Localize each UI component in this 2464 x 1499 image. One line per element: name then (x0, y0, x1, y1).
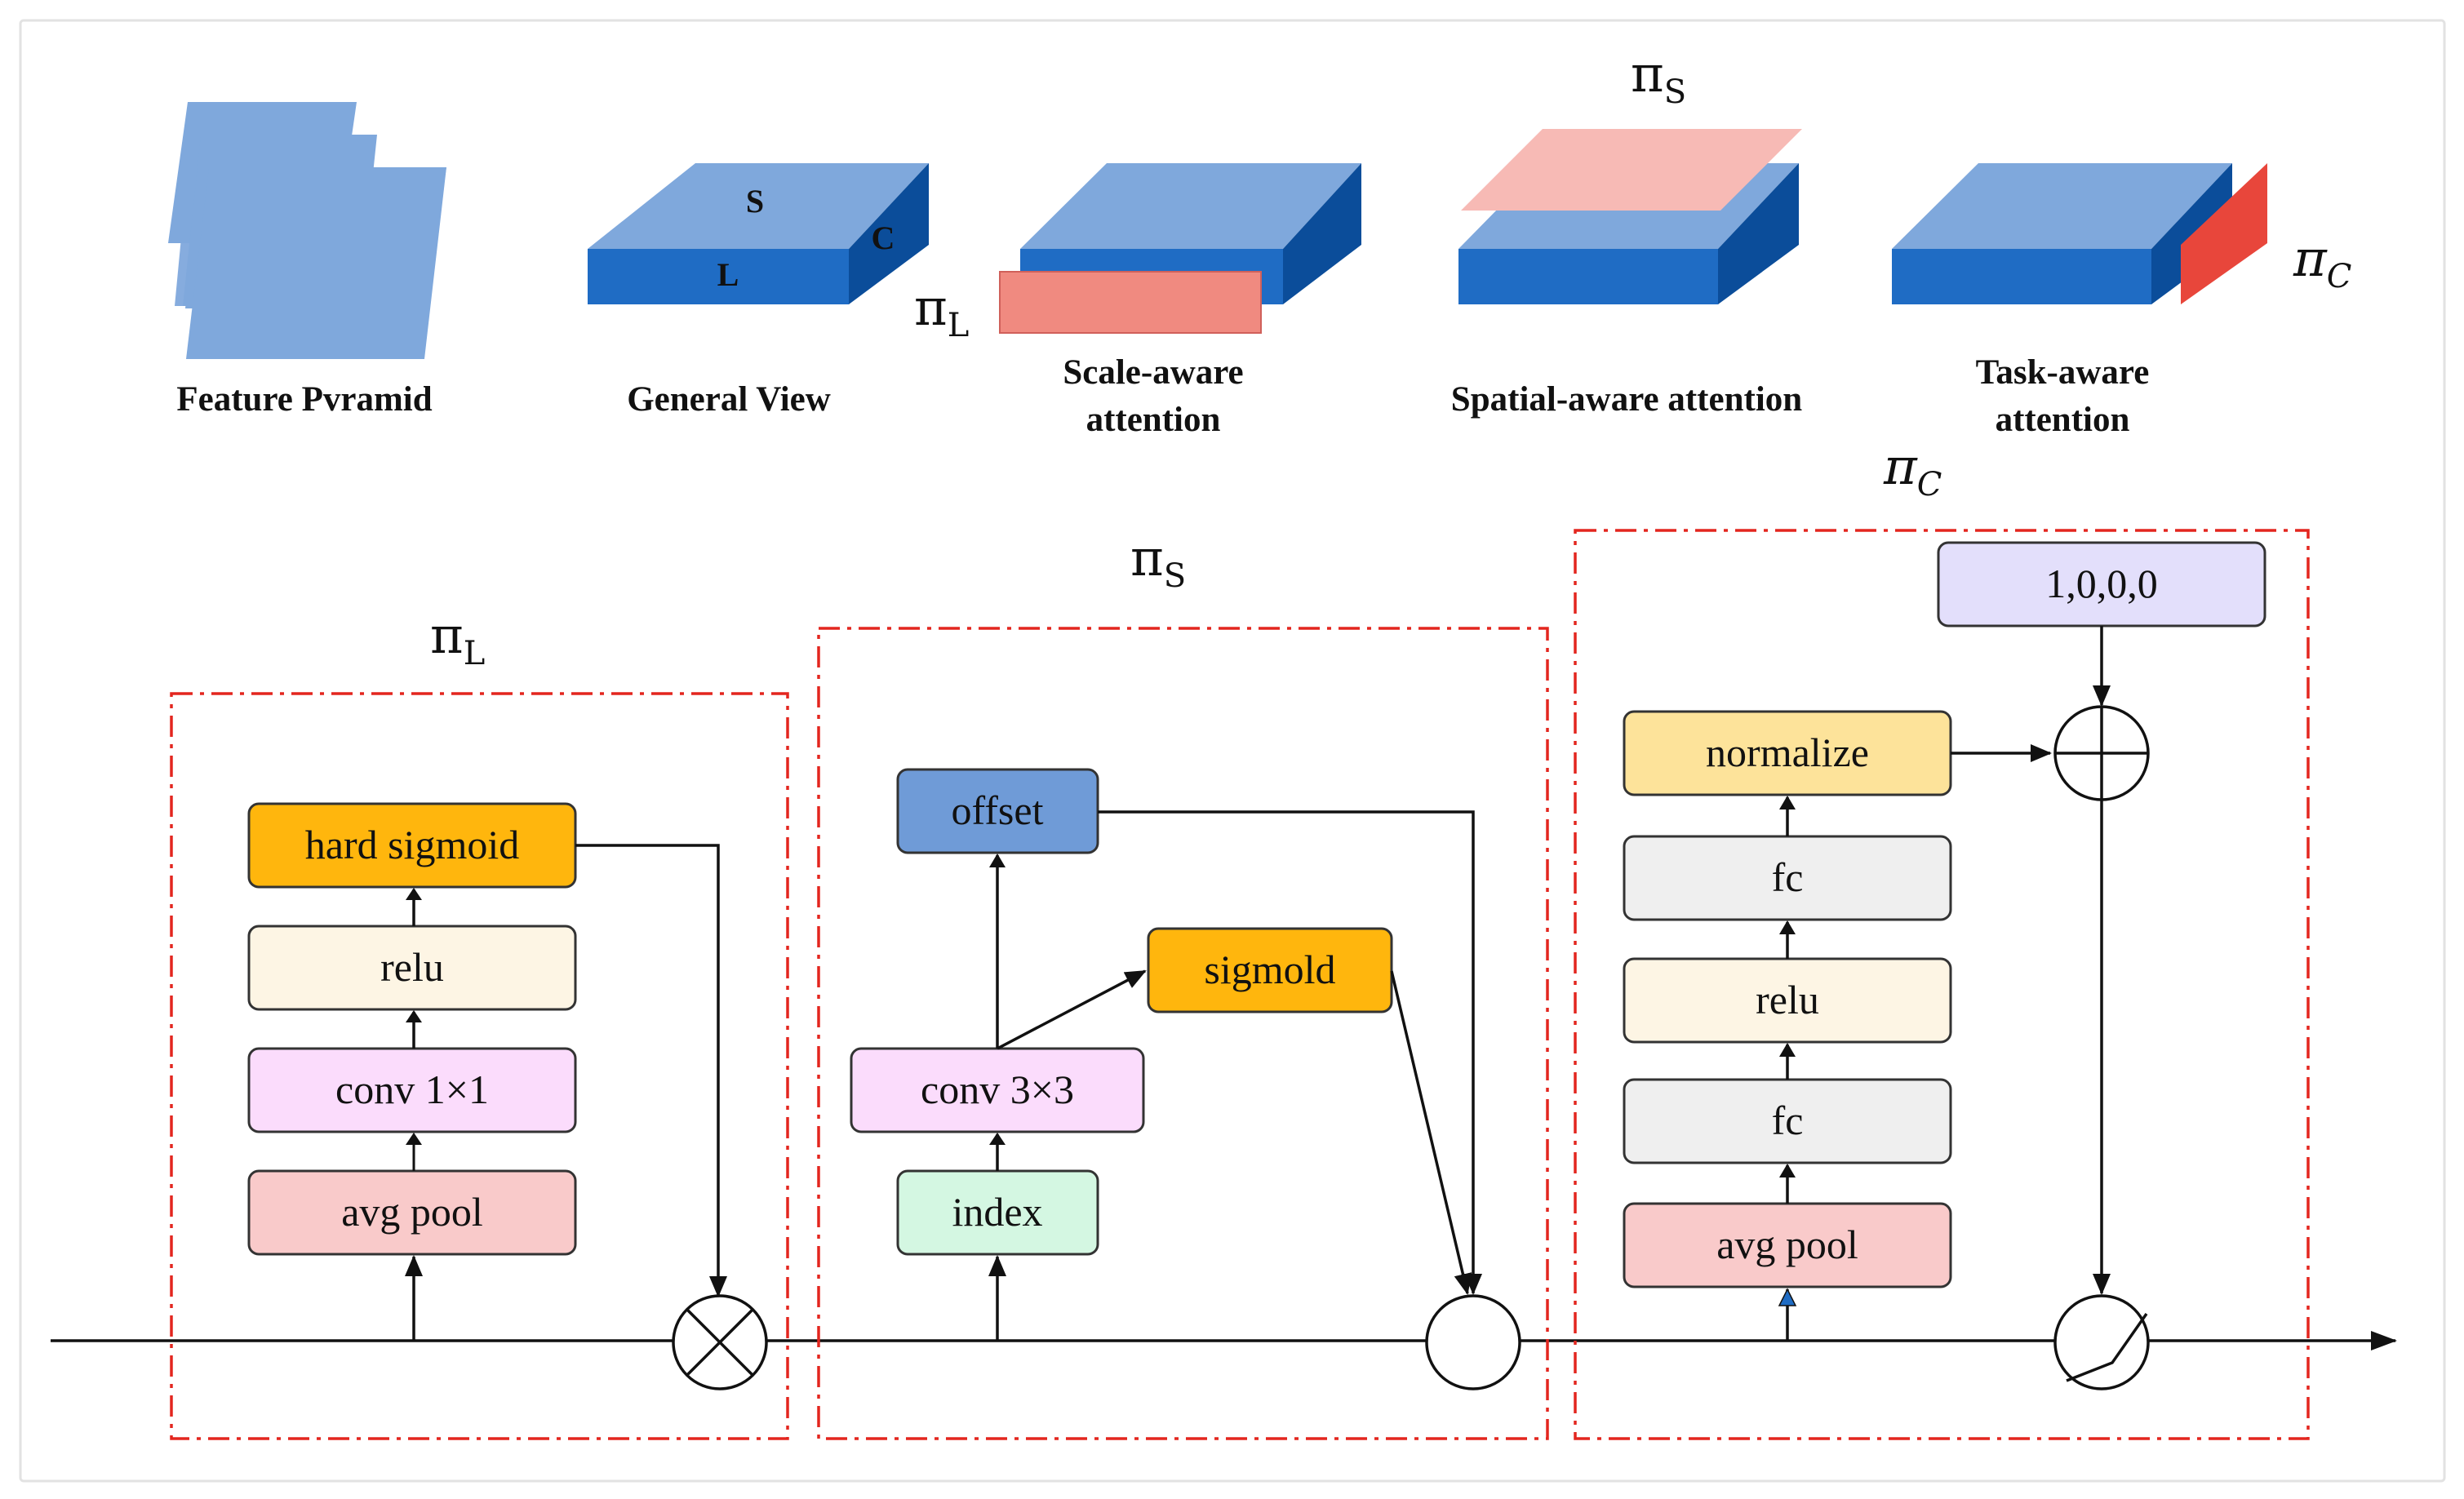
scale-aware-cube (999, 163, 1361, 334)
scale-cube-side (1283, 163, 1361, 304)
task-aware-caption-line2: attention (1996, 401, 2130, 439)
scale-avg-pool-label: avg pool (341, 1189, 483, 1235)
task-init-label: 1,0,0,0 (2045, 561, 2158, 606)
spatial-module-pi-symbol: πS (1130, 528, 1186, 595)
spatial-attention-plane (1461, 129, 1802, 211)
cube-face-c-label: C (872, 220, 895, 256)
scale-relu-block (247, 925, 577, 1011)
scale-hard-sigmoid-label: hard sigmoid (305, 822, 519, 867)
scale-arrowhead-1 (406, 1133, 422, 1145)
scale-aware-pi-symbol: πL (914, 277, 969, 344)
spatial-conv-label: conv 3×3 (921, 1067, 1074, 1112)
feature-pyramid-caption: Feature Pvramid (176, 380, 432, 419)
cube-side-face (849, 163, 929, 304)
spatial-arrowhead-1 (989, 1133, 1006, 1145)
cube-face-l-label: L (717, 256, 739, 293)
spatial-arrow-conv-sigmoid (997, 969, 1147, 1050)
spatial-index-label: index (952, 1189, 1042, 1235)
spatial-cube-front (1458, 249, 1718, 304)
cube-face-s-label: S (746, 183, 764, 220)
spatial-aware-cube (1458, 129, 1802, 304)
task-arrowhead-1 (1779, 1164, 1796, 1177)
spatial-offset-label: offset (952, 787, 1044, 833)
task-relu-label: relu (1756, 977, 1819, 1022)
scale-arrowhead-3 (406, 888, 422, 900)
task-arrowhead-input (1778, 1288, 1797, 1306)
scale-arrowhead-2 (406, 1010, 422, 1022)
multiply-cross-b (686, 1308, 754, 1377)
task-arrowhead-2 (1779, 1043, 1796, 1057)
feature-pyramid-graphic (168, 102, 446, 359)
scale-aware-caption-line2: attention (1086, 401, 1221, 439)
task-module-box (1574, 529, 2310, 1440)
scale-conv-block (247, 1047, 577, 1133)
scale-module-box (170, 692, 789, 1440)
task-avg-pool-label: avg pool (1716, 1222, 1858, 1267)
spatial-arrow-sigmoid-to-op (1390, 970, 1472, 1295)
dynamic-relu-curve (2066, 1312, 2148, 1382)
task-module-pi-symbol: πC (1883, 437, 1942, 503)
deform-operator (1425, 1294, 1521, 1390)
task-aware-pi-symbol: πC (2293, 228, 2351, 295)
task-fc-bottom-label: fc (1772, 1098, 1804, 1143)
task-arrowhead-4 (1779, 796, 1796, 809)
general-view-caption: General View (627, 380, 831, 419)
task-aware-caption-line1: Task-aware (1976, 353, 2150, 392)
spatial-aware-pi-symbol: πS (1631, 44, 1686, 111)
general-view-cube: S L C (588, 163, 929, 304)
task-cube-front (1892, 249, 2151, 304)
task-arrowhead-3 (1779, 920, 1796, 934)
task-cube-top (1892, 163, 2232, 249)
spatial-sigmoid-block (1147, 927, 1393, 1013)
spatial-module-box (817, 627, 1549, 1440)
spatial-sigmoid-label: sigmold (1204, 947, 1335, 992)
spatial-arrowhead-2 (989, 854, 1006, 867)
spatial-aware-caption: Spatial-aware attention (1451, 380, 1802, 419)
scale-relu-label: relu (380, 944, 444, 990)
pyramid-plane-layer3 (186, 167, 446, 359)
scale-avg-pool-block (247, 1169, 577, 1256)
task-aware-cube (1892, 163, 2267, 304)
spatial-arrow-offset-to-op (1098, 810, 1482, 1295)
scale-conv-label: conv 1×1 (335, 1067, 489, 1112)
task-fc-top-label: fc (1772, 854, 1804, 900)
cube-top-face (588, 163, 929, 249)
scale-cube-top (1020, 163, 1361, 249)
task-cube-side (2151, 163, 2232, 304)
scale-arrow-to-multiply (575, 844, 727, 1297)
scale-module-pi-symbol: πL (430, 605, 485, 672)
task-normalize-label: normalize (1706, 730, 1869, 775)
scale-aware-caption-line1: Scale-aware (1063, 353, 1243, 392)
cube-front-face (588, 249, 849, 304)
task-attention-plane (2181, 163, 2267, 304)
spatial-cube-side (1718, 163, 1799, 304)
dynamic-relu-operator (2053, 1294, 2150, 1390)
scale-attention-plane (999, 271, 1262, 334)
